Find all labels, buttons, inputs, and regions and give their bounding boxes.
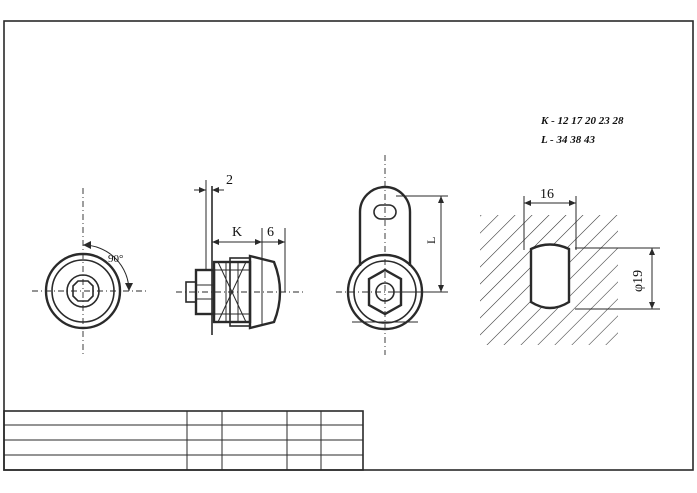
- panel-cutout-view: 16 φ19: [480, 187, 660, 345]
- k-dim-label: K: [232, 225, 242, 240]
- l-dim-label: L: [424, 237, 438, 244]
- six-dim-label: 6: [267, 225, 274, 240]
- diameter-dim-label: φ19: [631, 270, 646, 292]
- width-dim-label: 16: [540, 187, 554, 202]
- title-block: [3, 410, 364, 471]
- spec-l-line: L - 34 38 43: [540, 134, 595, 146]
- side-view: 2 K 6: [176, 173, 304, 335]
- spec-k-line: K - 12 17 20 23 28: [540, 115, 624, 127]
- angle-label: 90°: [108, 253, 123, 265]
- thickness-dim-label: 2: [226, 173, 233, 188]
- back-view: L: [336, 155, 448, 355]
- front-view: 90°: [32, 188, 148, 355]
